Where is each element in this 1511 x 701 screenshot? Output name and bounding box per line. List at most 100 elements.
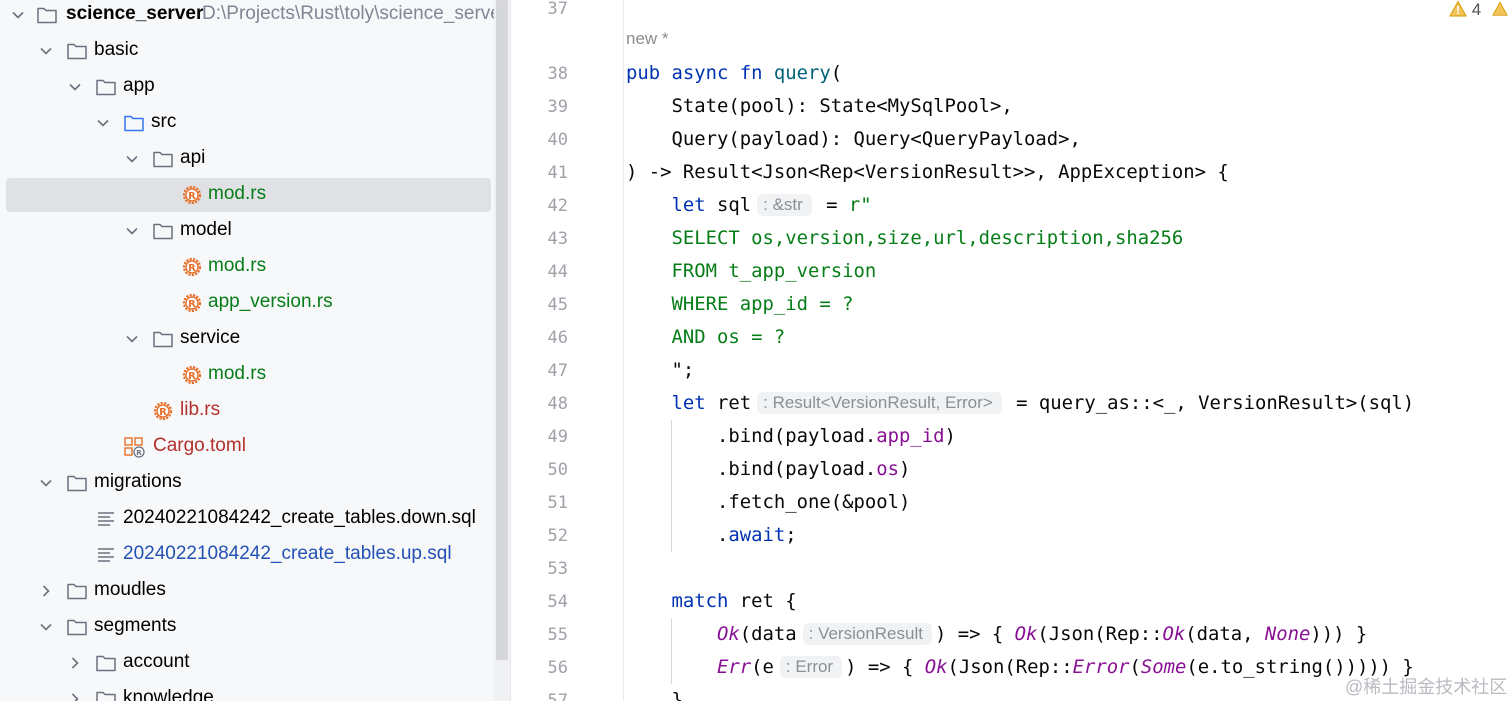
tree-item-label: lib.rs	[180, 399, 221, 420]
chevron-right-icon[interactable]	[68, 692, 82, 701]
svg-text:R: R	[188, 299, 196, 310]
tree-row-knowledge[interactable]: knowledge	[0, 681, 494, 701]
code-token: sql	[705, 194, 752, 216]
tree-row-app-version-rs[interactable]: R app_version.rs	[0, 285, 494, 321]
tree-row-app[interactable]: app	[0, 69, 494, 105]
tree-row-moudles[interactable]: moudles	[0, 573, 494, 609]
line-number: 43	[547, 229, 568, 249]
code-line-48[interactable]: let ret: Result<VersionResult, Error> = …	[626, 391, 1414, 415]
tree-item-label: moudles	[94, 579, 166, 600]
chevron-down-icon[interactable]	[125, 224, 139, 238]
code-line-50[interactable]: .bind(payload.os)	[626, 457, 910, 481]
code-line-46[interactable]: AND os = ?	[626, 326, 786, 348]
tree-row-model-mod-rs[interactable]: R mod.rs	[0, 249, 494, 285]
code-token: ret	[705, 392, 752, 414]
chevron-down-icon[interactable]	[39, 620, 53, 634]
code-line-44[interactable]: FROM t_app_version	[626, 260, 877, 282]
code-line-49[interactable]: .bind(payload.app_id)	[626, 424, 956, 448]
chevron-down-icon[interactable]	[96, 116, 110, 130]
line-number: 55	[547, 625, 568, 645]
code-line-38[interactable]: pub async fn query(	[626, 61, 842, 85]
tree-row-root[interactable]: science_server D:\Projects\Rust\toly\sci…	[0, 0, 507, 33]
code-token: let	[671, 194, 706, 216]
code-token: app_id	[876, 425, 945, 447]
chevron-down-icon[interactable]	[125, 332, 139, 346]
code-line-52[interactable]: .await;	[626, 523, 797, 547]
tree-row-src[interactable]: src	[0, 105, 494, 141]
folder-icon	[153, 331, 173, 348]
tree-item-label: mod.rs	[208, 363, 267, 384]
cargo-toml-icon: R	[124, 437, 145, 458]
code-token: ) => {	[845, 656, 925, 678]
tree-row-down-sql[interactable]: 20240221084242_create_tables.down.sql	[0, 501, 494, 537]
rust-file-icon: R	[182, 185, 202, 205]
code-line-55[interactable]: Ok(data: VersionResult) => { Ok(Json(Rep…	[626, 622, 1367, 646]
tree-row-basic[interactable]: basic	[0, 33, 494, 69]
project-tree: science_server D:\Projects\Rust\toly\sci…	[0, 0, 510, 701]
folder-icon	[153, 223, 173, 240]
chevron-right-icon[interactable]	[68, 656, 82, 670]
code-line-45[interactable]: WHERE app_id = ?	[626, 293, 854, 315]
tree-item-label: Cargo.toml	[153, 435, 246, 456]
code-token: Ok	[1162, 623, 1186, 645]
code-line-41[interactable]: ) -> Result<Json<Rep<VersionResult>>, Ap…	[626, 161, 1229, 183]
tree-row-migrations[interactable]: migrations	[0, 465, 494, 501]
folder-icon	[67, 583, 87, 600]
code-token: Ok	[717, 623, 740, 645]
code-line-51[interactable]: .fetch_one(&pool)	[626, 491, 911, 513]
svg-text:R: R	[188, 191, 196, 202]
chevron-down-icon[interactable]	[11, 8, 25, 22]
code-line-57[interactable]: }	[626, 689, 683, 701]
chevron-down-icon[interactable]	[39, 476, 53, 490]
code-token	[626, 194, 672, 216]
code-token: .bind(payload.	[626, 458, 877, 480]
chevron-down-icon[interactable]	[68, 80, 82, 94]
code-token: Ok	[1014, 623, 1038, 645]
code-token: )	[898, 458, 911, 480]
chevron-right-icon[interactable]	[39, 584, 53, 598]
inspection-widget[interactable]: 4	[1449, 0, 1508, 22]
code-token: Err	[717, 656, 752, 678]
folder-icon	[67, 475, 87, 492]
panel-divider[interactable]	[510, 0, 511, 701]
line-number: 49	[547, 427, 568, 447]
code-token: Error	[1072, 656, 1130, 678]
code-token: Some	[1140, 656, 1187, 678]
code-editor[interactable]: 4 new * 37 38 39 40 41 42 43 44 45 46 47…	[511, 0, 1511, 701]
tree-row-service-mod-rs[interactable]: R mod.rs	[0, 357, 494, 393]
code-line-43[interactable]: SELECT os,version,size,url,description,s…	[626, 227, 1184, 249]
code-token: ))) }	[1310, 623, 1368, 645]
tree-row-segments[interactable]: segments	[0, 609, 494, 645]
chevron-down-icon[interactable]	[125, 152, 139, 166]
weak-warning-icon	[1492, 1, 1508, 16]
tree-scrollbar-thumb[interactable]	[496, 0, 508, 660]
code-line-54[interactable]: match ret {	[626, 589, 797, 613]
code-token	[626, 590, 672, 612]
type-hint: : Result<VersionResult, Error>	[757, 392, 1002, 414]
tree-row-api[interactable]: api	[0, 141, 494, 177]
tree-row-up-sql[interactable]: 20240221084242_create_tables.up.sql	[0, 537, 494, 573]
tree-row-model[interactable]: model	[0, 213, 494, 249]
warning-icon	[1449, 0, 1467, 17]
tree-item-label: 20240221084242_create_tables.up.sql	[123, 543, 452, 564]
code-line-42[interactable]: let sql: &str = r"	[626, 193, 872, 217]
tree-row-lib-rs[interactable]: R lib.rs	[0, 393, 494, 429]
tree-row-service[interactable]: service	[0, 321, 494, 357]
code-token: await	[728, 524, 786, 546]
chevron-down-icon[interactable]	[39, 44, 53, 58]
line-number: 37	[547, 0, 568, 19]
folder-icon	[96, 79, 116, 96]
tree-row-account[interactable]: account	[0, 645, 494, 681]
rust-file-icon: R	[182, 293, 202, 313]
tree-item-label: account	[123, 651, 190, 672]
code-line-39[interactable]: State(pool): State<MySqlPool>,	[626, 95, 1013, 117]
code-line-56[interactable]: Err(e: Error) => { Ok(Json(Rep::Error(So…	[626, 655, 1414, 679]
tree-row-cargo-toml[interactable]: R Cargo.toml	[0, 429, 494, 465]
code-line-40[interactable]: Query(payload): Query<QueryPayload>,	[626, 128, 1081, 150]
tree-row-api-mod-rs[interactable]: R mod.rs	[0, 177, 494, 213]
line-number: 47	[547, 361, 568, 381]
line-number: 45	[547, 295, 568, 315]
code-line-47[interactable]: ";	[626, 359, 695, 381]
code-token: .	[626, 524, 729, 546]
code-token: (Json(Rep::	[947, 656, 1073, 678]
